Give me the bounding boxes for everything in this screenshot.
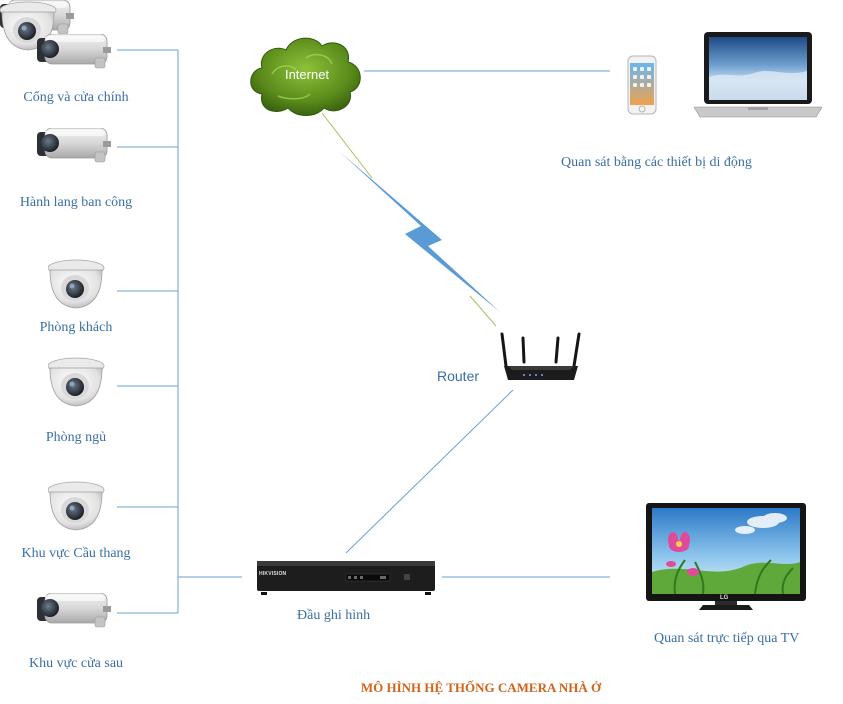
camera-2-bullet-icon — [37, 128, 112, 163]
camera-label-main-gate: Cổng và cửa chính — [23, 90, 129, 105]
dvr-icon — [257, 561, 435, 595]
link-segment-bottom — [469, 295, 497, 327]
camera-5-dome-icon — [48, 481, 105, 531]
tv-icon — [646, 503, 806, 610]
camera-label-stairs: Khu vực Cầu thang — [21, 546, 131, 561]
camera-4-dome-icon — [48, 357, 105, 407]
link-segment-top — [321, 112, 373, 179]
camera-label-balcony: Hành lang ban công — [19, 195, 133, 210]
recorder-to-router-line — [345, 389, 514, 554]
camera-6-bullet-icon — [37, 593, 112, 628]
recorder-brand: HIKVISION — [259, 571, 287, 577]
cloud-icon — [250, 37, 361, 116]
wireless-lightning-icon — [340, 152, 500, 312]
router-internet-link — [321, 112, 497, 327]
diagram-title: MÔ HÌNH HỆ THỐNG CAMERA NHÀ Ở — [360, 680, 602, 695]
camera-3-dome-icon — [48, 259, 105, 309]
tv-brand: LG — [720, 595, 729, 601]
router-label: Router — [437, 368, 480, 384]
internet-label: Internet — [284, 67, 330, 82]
camera-label-living-room: Phòng khách — [39, 320, 113, 335]
tv-view-label: Quan sát trực tiếp qua TV — [654, 631, 800, 646]
camera-bus-lines — [117, 49, 610, 614]
laptop-icon — [694, 32, 822, 118]
mobile-view-label: Quan sát bằng các thiết bị di động — [561, 155, 752, 170]
recorder-label: Đầu ghi hình — [297, 608, 371, 623]
camera-label-back-door: Khu vực cửa sau — [28, 656, 124, 671]
router-icon — [500, 332, 581, 380]
camera-1-bullet-icon — [37, 34, 112, 69]
camera-label-bedroom: Phòng ngủ — [45, 430, 107, 445]
smartphone-icon — [627, 55, 657, 115]
